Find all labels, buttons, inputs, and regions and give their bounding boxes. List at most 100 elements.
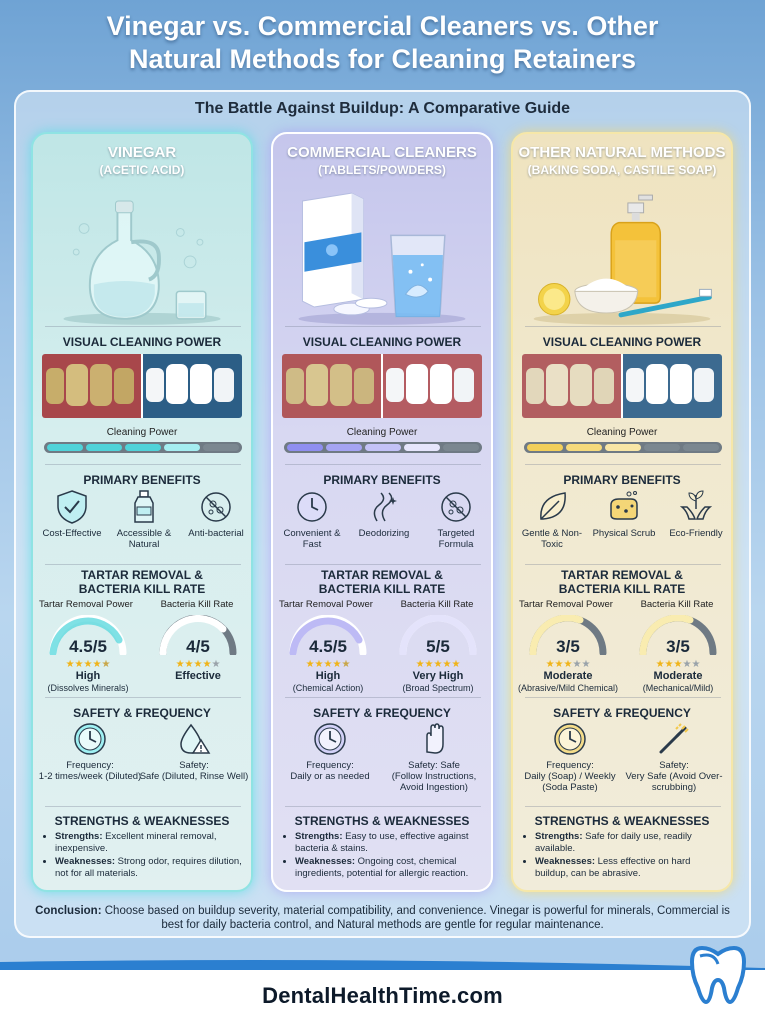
safety-item: Safety: Safe (Follow Instructions, Avoid… (379, 722, 489, 793)
kill-gauge-label: Bacteria Kill Rate (400, 599, 474, 610)
benefits-title: PRIMARY BENEFITS (563, 473, 681, 487)
power-segment (566, 444, 602, 451)
visual-power-title: VISUAL CLEANING POWER (62, 335, 222, 349)
divider (285, 564, 481, 565)
cleaning-power-label: Cleaning Power (106, 427, 178, 438)
tartar-title: TARTAR REMOVAL & BACTERIA KILL RATE (513, 568, 731, 596)
safety-item: Safety: Safe (Diluted, Rinse Well) (139, 722, 249, 782)
benefit-label: Eco-Friendly (669, 528, 723, 539)
benefits-row: Cost-Effective Accessible & Natural Anti… (33, 489, 251, 569)
safety-item: Safety: Very Safe (Avoid Over-scrubbing) (619, 722, 729, 793)
safety-row: Frequency: 1-2 times/week (Diluted) Safe… (33, 722, 251, 802)
clock-icon (74, 723, 106, 755)
benefit-item: Deodorizing (347, 489, 421, 539)
divider (45, 564, 241, 565)
strengths-label: Strengths: (55, 831, 103, 842)
strengths-label: Strengths: (295, 831, 343, 842)
safety-label: Safety: (659, 760, 689, 771)
benefit-label: Physical Scrub (592, 528, 656, 539)
safety-label: Safety: (179, 760, 209, 771)
rating-stars: ★★★★★ (655, 659, 701, 670)
tartar-gauge: 3/5 ★★★★★ Moderate (Abrasive/Mild Chemic… (518, 614, 618, 695)
frequency-value: Daily (Soap) / Weekly (Soda Paste) (524, 771, 616, 793)
gauge-arc (159, 614, 237, 657)
power-segment (125, 444, 161, 451)
power-segment (47, 444, 83, 451)
benefit-label: Anti-bacterial (188, 528, 244, 539)
tooth-logo-icon (689, 945, 747, 1005)
column-header: COMMERCIAL CLEANERS (TABLETS/POWDERS) (273, 144, 491, 178)
column-commercial: COMMERCIAL CLEANERS (TABLETS/POWDERS) VI… (271, 132, 493, 892)
strengths-weaknesses-list: Strengths: Easy to use, effective agains… (285, 831, 485, 881)
no-germs-icon (201, 492, 231, 522)
rating-stars: ★★★★★ (415, 659, 461, 670)
bottle-icon (134, 490, 154, 523)
divider (525, 464, 721, 465)
benefit-item: Physical Scrub (587, 489, 661, 539)
tartar-gauge-label: Tartar Removal Power (519, 599, 613, 610)
power-segment (404, 444, 440, 451)
safety-text: Safety: Safe (Follow Instructions, Avoid… (379, 760, 489, 793)
strengths-text: Easy to use, effective against bacteria … (295, 831, 469, 854)
divider (525, 806, 721, 807)
safety-title: SAFETY & FREQUENCY (313, 706, 451, 720)
benefit-item: Cost-Effective (35, 489, 109, 539)
tartar-title-line-1: TARTAR REMOVAL & (81, 568, 203, 582)
leaf-icon (540, 492, 566, 520)
weaknesses-label: Weaknesses: (535, 856, 596, 867)
power-segment (527, 444, 563, 451)
hands-plant-icon (679, 490, 713, 520)
page-title: Vinegar vs. Commercial Cleaners vs. Othe… (0, 10, 765, 76)
safety-value: Safe (Diluted, Rinse Well) (139, 771, 249, 782)
before-after-teeth-image (282, 354, 482, 418)
cleaning-power-label: Cleaning Power (346, 427, 418, 438)
frequency-item: Frequency: Daily or as needed (275, 722, 385, 782)
gauges-row: Tartar Removal Power Bacteria Kill Rate … (513, 599, 731, 699)
clock-icon (297, 492, 327, 522)
conclusion: Conclusion: Choose based on buildup seve… (30, 904, 735, 932)
strengths-weaknesses-list: Strengths: Safe for daily use, readily a… (525, 831, 725, 881)
column-natural: OTHER NATURAL METHODS (BAKING SODA, CAST… (511, 132, 733, 892)
column-header: VINEGAR (ACETIC ACID) (33, 144, 251, 178)
gauge-note: (Dissolves Minerals) (47, 683, 129, 693)
no-germs-icon (441, 492, 471, 522)
cleaning-power-bar (524, 442, 722, 453)
benefit-item: Convenient & Fast (275, 489, 349, 550)
weaknesses-item: Weaknesses: Ongoing cost, chemical ingre… (295, 856, 485, 879)
divider (285, 697, 481, 698)
strengths-item: Strengths: Easy to use, effective agains… (295, 831, 485, 854)
safety-row: Frequency: Daily (Soap) / Weekly (Soda P… (513, 722, 731, 802)
kill-gauge: 4/5 ★★★★★ Effective (155, 614, 241, 695)
power-segment (443, 444, 479, 451)
gauges-row: Tartar Removal Power Bacteria Kill Rate … (33, 599, 251, 699)
safety-row: Frequency: Daily or as needed Safety: Sa… (273, 722, 491, 802)
benefit-label: Convenient & Fast (283, 528, 341, 550)
frequency-value: Daily or as needed (290, 771, 370, 782)
benefit-label: Deodorizing (358, 528, 410, 539)
vinegar-bottle-illustration (63, 200, 221, 325)
benefit-item: Anti-bacterial (179, 489, 251, 539)
divider (45, 464, 241, 465)
kill-gauge: 5/5 ★★★★★ Very High (Broad Spectrum) (395, 614, 481, 695)
toothbrush-icon (659, 723, 689, 754)
tartar-title: TARTAR REMOVAL & BACTERIA KILL RATE (33, 568, 251, 596)
gauge-score: 3/5 (556, 637, 580, 656)
benefits-row: Convenient & Fast Deodorizing Targeted F… (273, 489, 491, 569)
cleaning-power-bar (44, 442, 242, 453)
site-url[interactable]: DentalHealthTime.com (262, 983, 503, 1008)
gauge-rating: Moderate (653, 670, 703, 682)
gauge-arc (49, 614, 127, 657)
clock-icon (314, 723, 346, 755)
tartar-title-line-2: BACTERIA KILL RATE (78, 582, 206, 596)
benefit-label: Gentle & Non-Toxic (521, 528, 583, 550)
clock-icon (554, 723, 586, 755)
conclusion-label: Conclusion: (35, 905, 102, 917)
strengths-title: STRENGTHS & WEAKNESSES (54, 814, 230, 828)
gauge-rating: Moderate (543, 670, 593, 682)
divider (525, 326, 721, 327)
gauge-rating: High (75, 670, 101, 682)
conclusion-text: Choose based on buildup severity, materi… (104, 905, 730, 931)
benefit-item: Eco-Friendly (659, 489, 731, 539)
hand-icon (426, 723, 444, 754)
power-segment (164, 444, 200, 451)
